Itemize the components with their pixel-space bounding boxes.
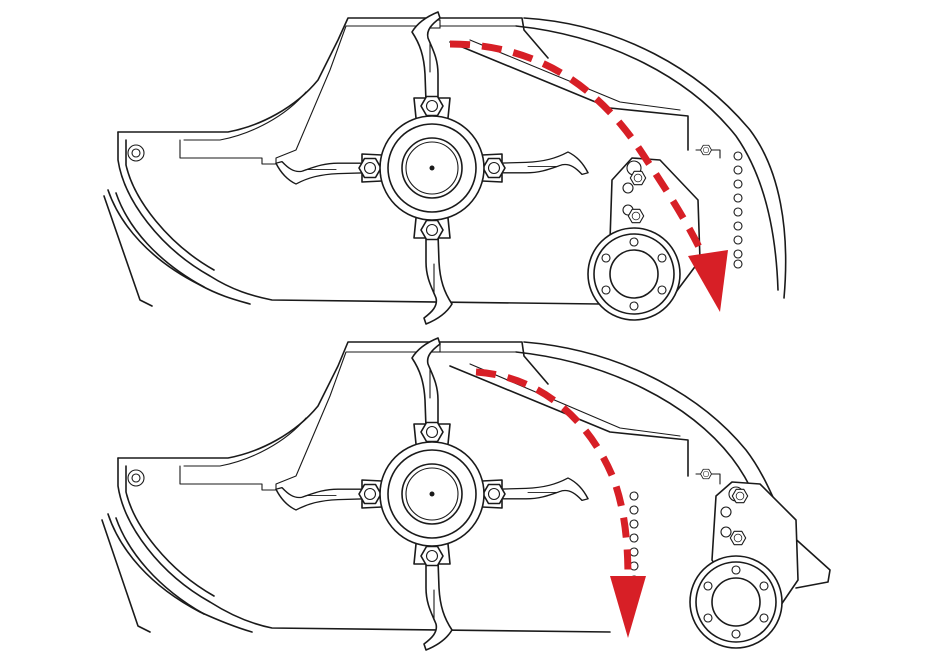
top-flow-arrow — [449, 40, 728, 312]
bottom-rotor — [276, 338, 588, 650]
bottom-wheel — [689, 555, 783, 649]
bottom-flow-arrow — [475, 368, 646, 638]
top-rotor — [276, 12, 588, 324]
top-tiller-assembly — [103, 12, 787, 324]
bottom-adjustment-holes — [629, 491, 639, 585]
top-adjustment-holes — [733, 151, 743, 269]
bottom-tiller-assembly — [101, 338, 831, 650]
top-wheel — [587, 227, 681, 321]
